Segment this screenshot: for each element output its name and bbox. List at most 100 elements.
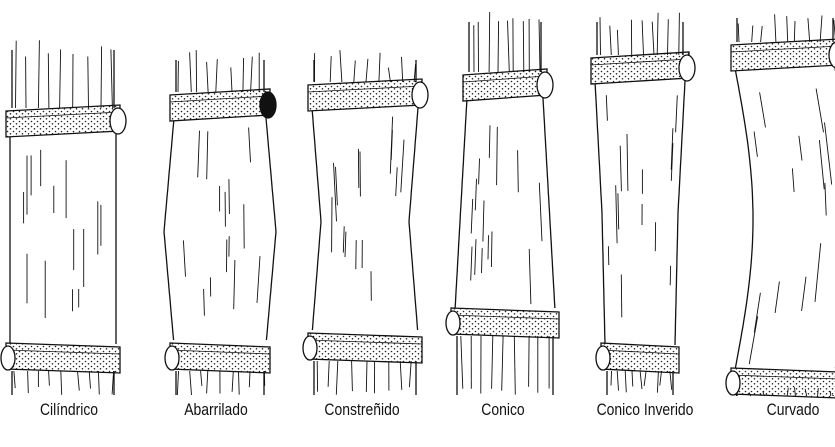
striation-line — [518, 150, 519, 192]
striation-line — [792, 168, 794, 192]
node-band-bottom — [451, 308, 559, 338]
striation-line — [825, 183, 826, 216]
striation-line — [491, 232, 492, 268]
striation-line — [676, 95, 678, 132]
internode-edge-left — [164, 118, 174, 340]
internode-constrenido — [303, 50, 428, 395]
bud-icon — [1, 346, 15, 370]
striation-line — [606, 95, 607, 121]
bud-icon — [726, 371, 740, 395]
internode-edge-left — [735, 68, 753, 368]
internode-conico-inverido — [591, 13, 695, 395]
bud-icon — [260, 92, 276, 118]
striation-line — [234, 260, 235, 309]
striation-line — [475, 179, 476, 211]
internode-edge-right — [266, 118, 276, 340]
node-band-top — [308, 79, 422, 111]
label-cilindrico: Cilíndrico — [8, 400, 131, 430]
node-band-bottom — [6, 343, 120, 373]
striation-line — [616, 185, 617, 243]
bud-icon — [537, 72, 553, 98]
node-band-top — [731, 39, 835, 71]
striation-line — [754, 132, 757, 157]
striation-line — [815, 243, 821, 302]
node-band-bottom — [601, 343, 679, 373]
stem-below — [607, 371, 673, 395]
striation-line — [749, 316, 757, 364]
striation-line — [479, 159, 480, 185]
label-conico: Conico — [442, 400, 565, 430]
striation-line — [621, 275, 622, 318]
label-constrenido: Constreñido — [301, 400, 424, 430]
striation-line — [482, 248, 483, 273]
striation-line — [249, 128, 251, 163]
label-curvado: Curvado — [732, 400, 835, 430]
striation-line — [802, 277, 806, 311]
node-band-bottom — [731, 368, 835, 398]
node-band-bottom — [308, 333, 422, 363]
striation-line — [799, 136, 802, 161]
stem-above — [314, 50, 416, 82]
internode-edge-left — [312, 108, 321, 330]
striation-line — [819, 140, 824, 189]
striation-line — [529, 249, 531, 304]
bud-icon — [679, 55, 695, 81]
bud-icon — [303, 336, 317, 360]
striation-line — [257, 256, 260, 303]
striation-line — [627, 134, 628, 191]
striation-line — [343, 226, 344, 252]
striation-line — [497, 127, 498, 185]
internode-curvado — [726, 14, 835, 398]
stem-below — [12, 371, 114, 395]
striation-line — [396, 167, 398, 196]
stem-below — [457, 336, 553, 395]
striation-line — [204, 289, 205, 316]
internode-cilindrico — [1, 40, 126, 395]
striation-line — [198, 131, 200, 178]
stem-above — [597, 13, 683, 55]
internode-conico — [446, 12, 559, 395]
stem-below — [314, 361, 416, 395]
node-band-top — [591, 52, 689, 84]
stem-above — [176, 50, 264, 92]
node-band-top — [6, 105, 120, 137]
bud-icon — [412, 82, 428, 108]
bud-icon — [165, 346, 179, 370]
striation-line — [754, 293, 760, 333]
striation-line — [488, 235, 489, 259]
node-band-top — [170, 89, 270, 121]
striation-line — [183, 240, 185, 276]
bud-icon — [110, 108, 126, 134]
internode-edge-left — [595, 81, 605, 345]
striation-line — [471, 247, 472, 281]
stem-below — [176, 371, 265, 395]
node-band-bottom — [170, 343, 270, 373]
striation-line — [483, 201, 484, 242]
stem-above — [737, 14, 835, 42]
bud-icon — [446, 311, 460, 335]
stem-above — [469, 12, 541, 72]
striation-line — [401, 140, 404, 193]
striation-line — [229, 179, 230, 214]
internode-edge-left — [455, 98, 467, 308]
striation-line — [618, 193, 619, 229]
label-abarrilado: Abarrilado — [155, 400, 278, 430]
striation-line — [489, 125, 490, 157]
stem-above — [12, 40, 114, 108]
striation-line — [825, 122, 832, 184]
striation-line — [775, 281, 779, 313]
striation-line — [816, 89, 823, 133]
striation-line — [471, 199, 473, 234]
node-band-top — [463, 69, 547, 101]
label-conico-inverido: Conico Inverido — [584, 400, 707, 430]
striation-line — [391, 130, 392, 160]
striation-line — [539, 183, 542, 242]
striation-line — [345, 232, 346, 257]
internode-abarrilado — [164, 50, 276, 395]
striation-line — [620, 146, 621, 192]
internode-edge-right — [409, 108, 418, 330]
bud-icon — [596, 346, 610, 370]
striation-line — [475, 239, 476, 275]
